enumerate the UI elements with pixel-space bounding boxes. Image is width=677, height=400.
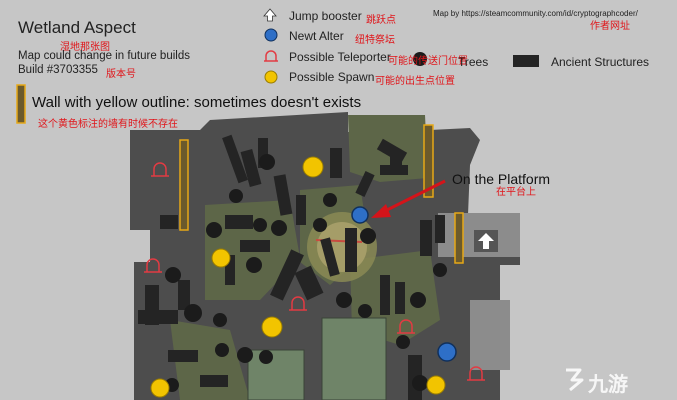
legend-jump-booster-label: Jump booster (289, 9, 362, 23)
legend-trees-label: Trees (458, 55, 489, 69)
legend-teleporter-cn: 可能的传送门位置 (388, 56, 468, 67)
legend-spawn-label: Possible Spawn (289, 70, 375, 84)
legend-teleporter-label: Possible Teleporter (289, 50, 391, 64)
legend-spawn-cn: 可能的出生点位置 (375, 76, 455, 87)
teleporter-icon (264, 50, 278, 62)
newt-alter-icon (264, 28, 278, 42)
ancient-structures (138, 134, 445, 400)
wall-note: Wall with yellow outline: sometimes does… (32, 94, 362, 111)
map-raised-platforms (247, 317, 387, 400)
watermark-text: 九游 (588, 374, 628, 396)
yellow-outlined-walls (179, 124, 464, 264)
legend-newt-alter-label: Newt Alter (289, 29, 344, 43)
legend-ancient-structures-label: Ancient Structures (551, 55, 650, 69)
tree-icon (413, 52, 427, 66)
build-number-cn: 版本号 (106, 69, 136, 80)
platform-callout-label: On the Platform (452, 171, 551, 187)
possible-spawn-markers (150, 156, 446, 398)
ancient-structure-icon (513, 55, 539, 67)
yellow-wall-icon (16, 84, 26, 124)
map-light-blocks (438, 213, 520, 370)
map-title: Wetland Aspect (18, 18, 136, 37)
trees (165, 154, 447, 392)
platform-callout-arrow (371, 179, 446, 218)
legend-icons (16, 8, 539, 124)
author-credit: Map by https://steamcommunity.com/id/cry… (433, 9, 638, 18)
newt-alter-markers (351, 206, 457, 362)
map-change-note: Map could change in future builds (18, 50, 190, 62)
legend-newt-alter-cn: 纽特祭坛 (355, 35, 395, 46)
jump-booster-icon (263, 8, 277, 22)
jump-booster-marker (474, 230, 498, 252)
build-number: Build #3703355 (18, 64, 98, 76)
platform-callout-cn: 在平台上 (496, 187, 536, 198)
legend-jump-booster-cn: 跳跃点 (366, 15, 396, 26)
wall-note-cn: 这个黄色标注的墙有时候不存在 (38, 119, 178, 130)
spawn-icon (264, 70, 278, 84)
map-title-cn: 湿地那张图 (60, 42, 110, 53)
author-credit-cn: 作者网址 (590, 21, 630, 32)
possible-teleporter-markers (144, 162, 485, 381)
watermark-logo-icon (566, 368, 584, 392)
